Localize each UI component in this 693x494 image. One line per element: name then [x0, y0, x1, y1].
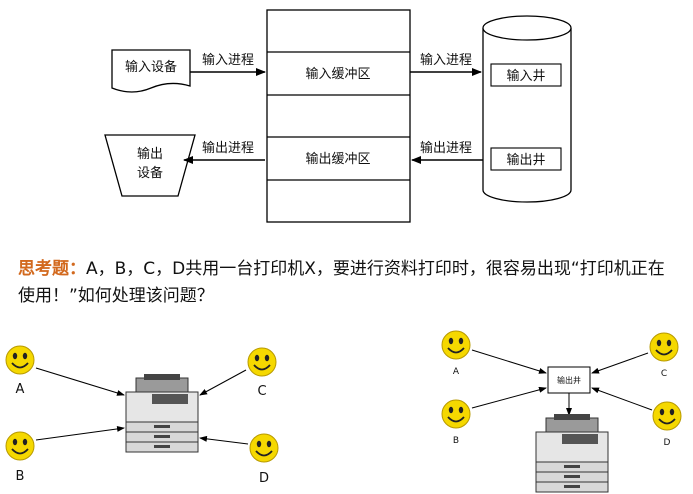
smiley-icon — [652, 401, 682, 431]
output-process-label-left: 输出进程 — [202, 140, 254, 156]
input-process-label-left: 输入进程 — [202, 52, 254, 68]
smiley-icon — [249, 433, 279, 463]
left-scene — [5, 345, 279, 463]
right-user-label-B: B — [453, 436, 459, 446]
output-device-shape — [104, 134, 196, 197]
smiley-icon — [441, 330, 471, 360]
input-buffer-label: 输入缓冲区 — [305, 66, 370, 82]
output-well-label: 输出井 — [506, 152, 545, 168]
buffer-stack — [266, 9, 411, 223]
smiley-icon — [649, 332, 679, 362]
output-well-box — [490, 147, 562, 171]
right-user-label-D: D — [664, 438, 671, 448]
center-spool-label: 输出井 — [557, 375, 581, 385]
right-scene — [441, 330, 682, 493]
arrow-B-to-spool — [471, 386, 547, 409]
input-process-label-right: 输入进程 — [420, 52, 472, 68]
disk-cylinder — [482, 15, 572, 203]
left-user-label-A: A — [16, 382, 25, 397]
arrow-D-to-spool — [591, 387, 653, 411]
input-well-box — [490, 63, 562, 87]
center-spool-box — [547, 366, 591, 394]
input-well-label: 输入井 — [506, 68, 545, 84]
output-buffer-label: 输出缓冲区 — [305, 151, 370, 167]
output-device-label-line1: 输出 — [137, 146, 163, 162]
arrow-B-to-printer — [35, 425, 125, 441]
question-title: 思考题： — [18, 259, 86, 279]
question-block: 思考题：A，B，C，D共用一台打印机X，要进行资料打印时，很容易出现“打印机正在… — [18, 256, 678, 310]
arrow-C-to-printer — [199, 369, 247, 396]
output-process-label-right: 输出进程 — [420, 140, 472, 156]
left-user-label-C: C — [257, 384, 266, 399]
arrow-A-to-printer — [35, 367, 125, 396]
printer-icon — [125, 373, 199, 453]
smiley-icon — [5, 345, 35, 375]
left-user-label-B: B — [16, 469, 25, 484]
input-device-label: 输入设备 — [125, 59, 177, 75]
right-user-label-C: C — [661, 369, 667, 379]
right-user-label-A: A — [453, 367, 460, 377]
smiley-icon — [441, 399, 471, 429]
smiley-icon — [247, 347, 277, 377]
question-text: A，B，C，D共用一台打印机X，要进行资料打印时，很容易出现“打印机正在使用！”… — [18, 259, 665, 306]
arrow-A-to-spool — [471, 349, 547, 374]
printer-icon — [535, 413, 609, 493]
arrow-D-to-printer — [199, 435, 249, 445]
smiley-icon — [5, 431, 35, 461]
output-device-label-line2: 设备 — [137, 165, 163, 181]
left-user-label-D: D — [259, 471, 269, 486]
arrow-C-to-spool — [591, 352, 649, 374]
input-device-shape — [111, 49, 191, 93]
